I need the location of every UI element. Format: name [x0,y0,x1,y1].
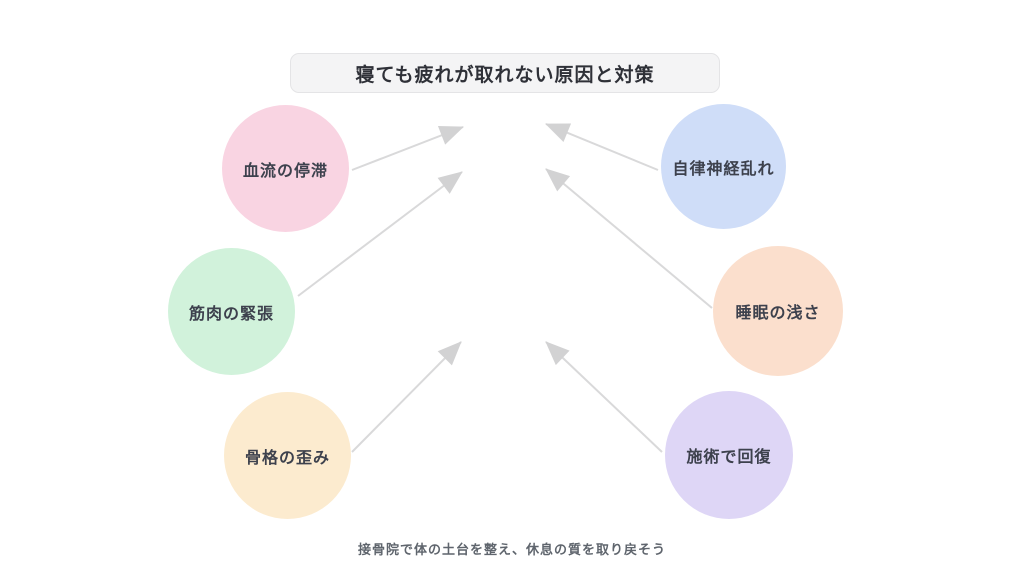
cause-node-shallow-sleep: 睡眠の浅さ [713,246,843,376]
node-label: 自律神経乱れ [672,160,775,178]
solution-node-treatment-recovery: 施術で回復 [665,391,793,519]
node-label: 筋肉の緊張 [188,305,274,323]
arrow-blood-stagnation-to-center [351,125,464,171]
cause-node-muscle-tension: 筋肉の緊張 [168,248,295,375]
arrow-skeletal-distortion-to-center [351,341,462,453]
node-label: 血流の停滞 [242,162,328,180]
arrow-treatment-recovery-to-center [545,341,663,453]
node-label: 施術で回復 [686,449,772,466]
cause-node-autonomic-imbalance: 自律神経乱れ [661,104,786,229]
cause-node-blood-stagnation: 血流の停滞 [222,105,349,232]
footer-caption: 接骨院で体の土台を整え、休息の質を取り戻そう [357,542,666,557]
cause-node-skeletal-distortion: 骨格の歪み [224,392,351,519]
node-label: 睡眠の浅さ [735,305,821,322]
page-title: 寝ても疲れが取れない原因と対策 [355,64,655,86]
node-label: 骨格の歪み [244,449,330,467]
arrow-autonomic-imbalance-to-center [545,123,659,171]
title-box: 寝ても疲れが取れない原因と対策 [290,53,720,93]
